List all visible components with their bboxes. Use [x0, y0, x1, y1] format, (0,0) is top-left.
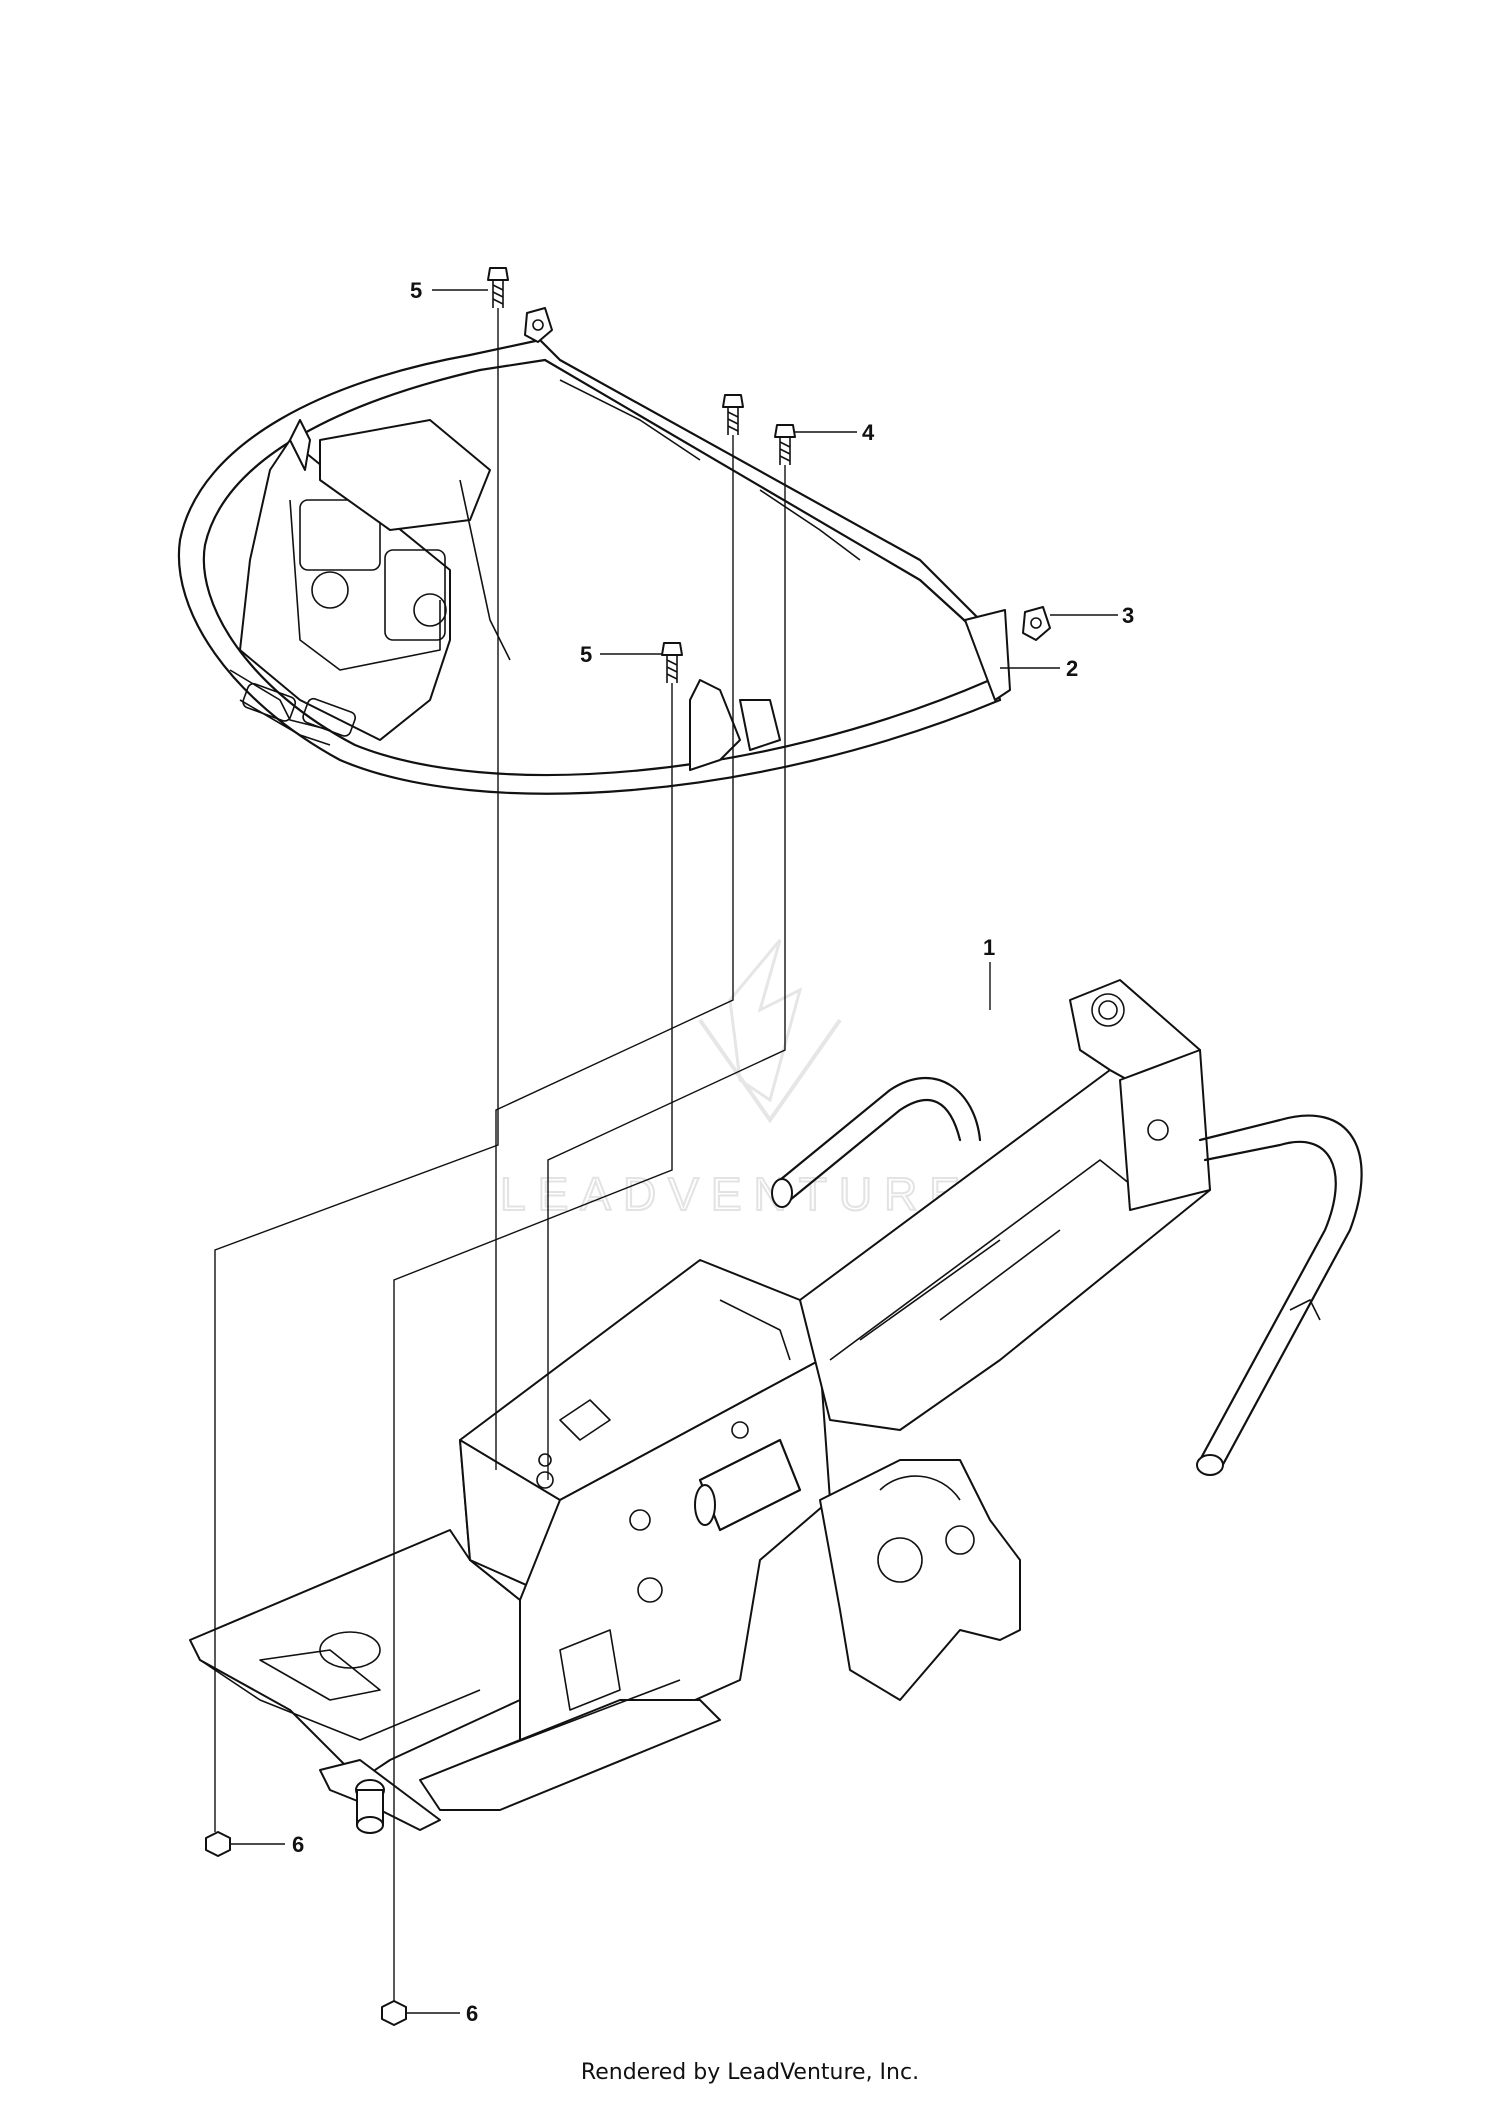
callout-5-lower: 5 [580, 642, 592, 667]
assembly-path-bolt-4 [547, 465, 786, 1480]
leadventure-watermark: LEADVENTURE [499, 939, 972, 1221]
bolt-center [722, 394, 744, 435]
footer-credit: Rendered by LeadVenture, Inc. [580, 2060, 920, 2085]
callout-6a: 6 [292, 1832, 304, 1857]
part-2-front-frame [177, 338, 1011, 795]
callout-3: 3 [1122, 603, 1134, 628]
callout-2: 2 [1066, 656, 1078, 681]
part-1-chassis [189, 979, 1363, 1834]
bolt-5-lower [661, 642, 683, 683]
part-3-clip [524, 307, 1051, 641]
callout-1: 1 [983, 935, 995, 960]
bolts [487, 267, 796, 683]
callout-5-top: 5 [410, 278, 422, 303]
bolt-4 [774, 424, 796, 465]
assembly-path-bolt-center [495, 435, 734, 1470]
assembly-path-bolt-lower [393, 683, 673, 2001]
callout-4: 4 [862, 420, 875, 445]
part-6-nuts [205, 1831, 407, 2026]
callout-6b: 6 [466, 2001, 478, 2026]
callouts: 5 4 3 2 5 1 6 6 [292, 278, 1134, 2026]
assembly-path-bolt-top [214, 308, 499, 1832]
watermark-text: LEADVENTURE [500, 1168, 972, 1220]
leader-lines [214, 289, 1118, 2014]
bolt-5-top [487, 267, 509, 308]
